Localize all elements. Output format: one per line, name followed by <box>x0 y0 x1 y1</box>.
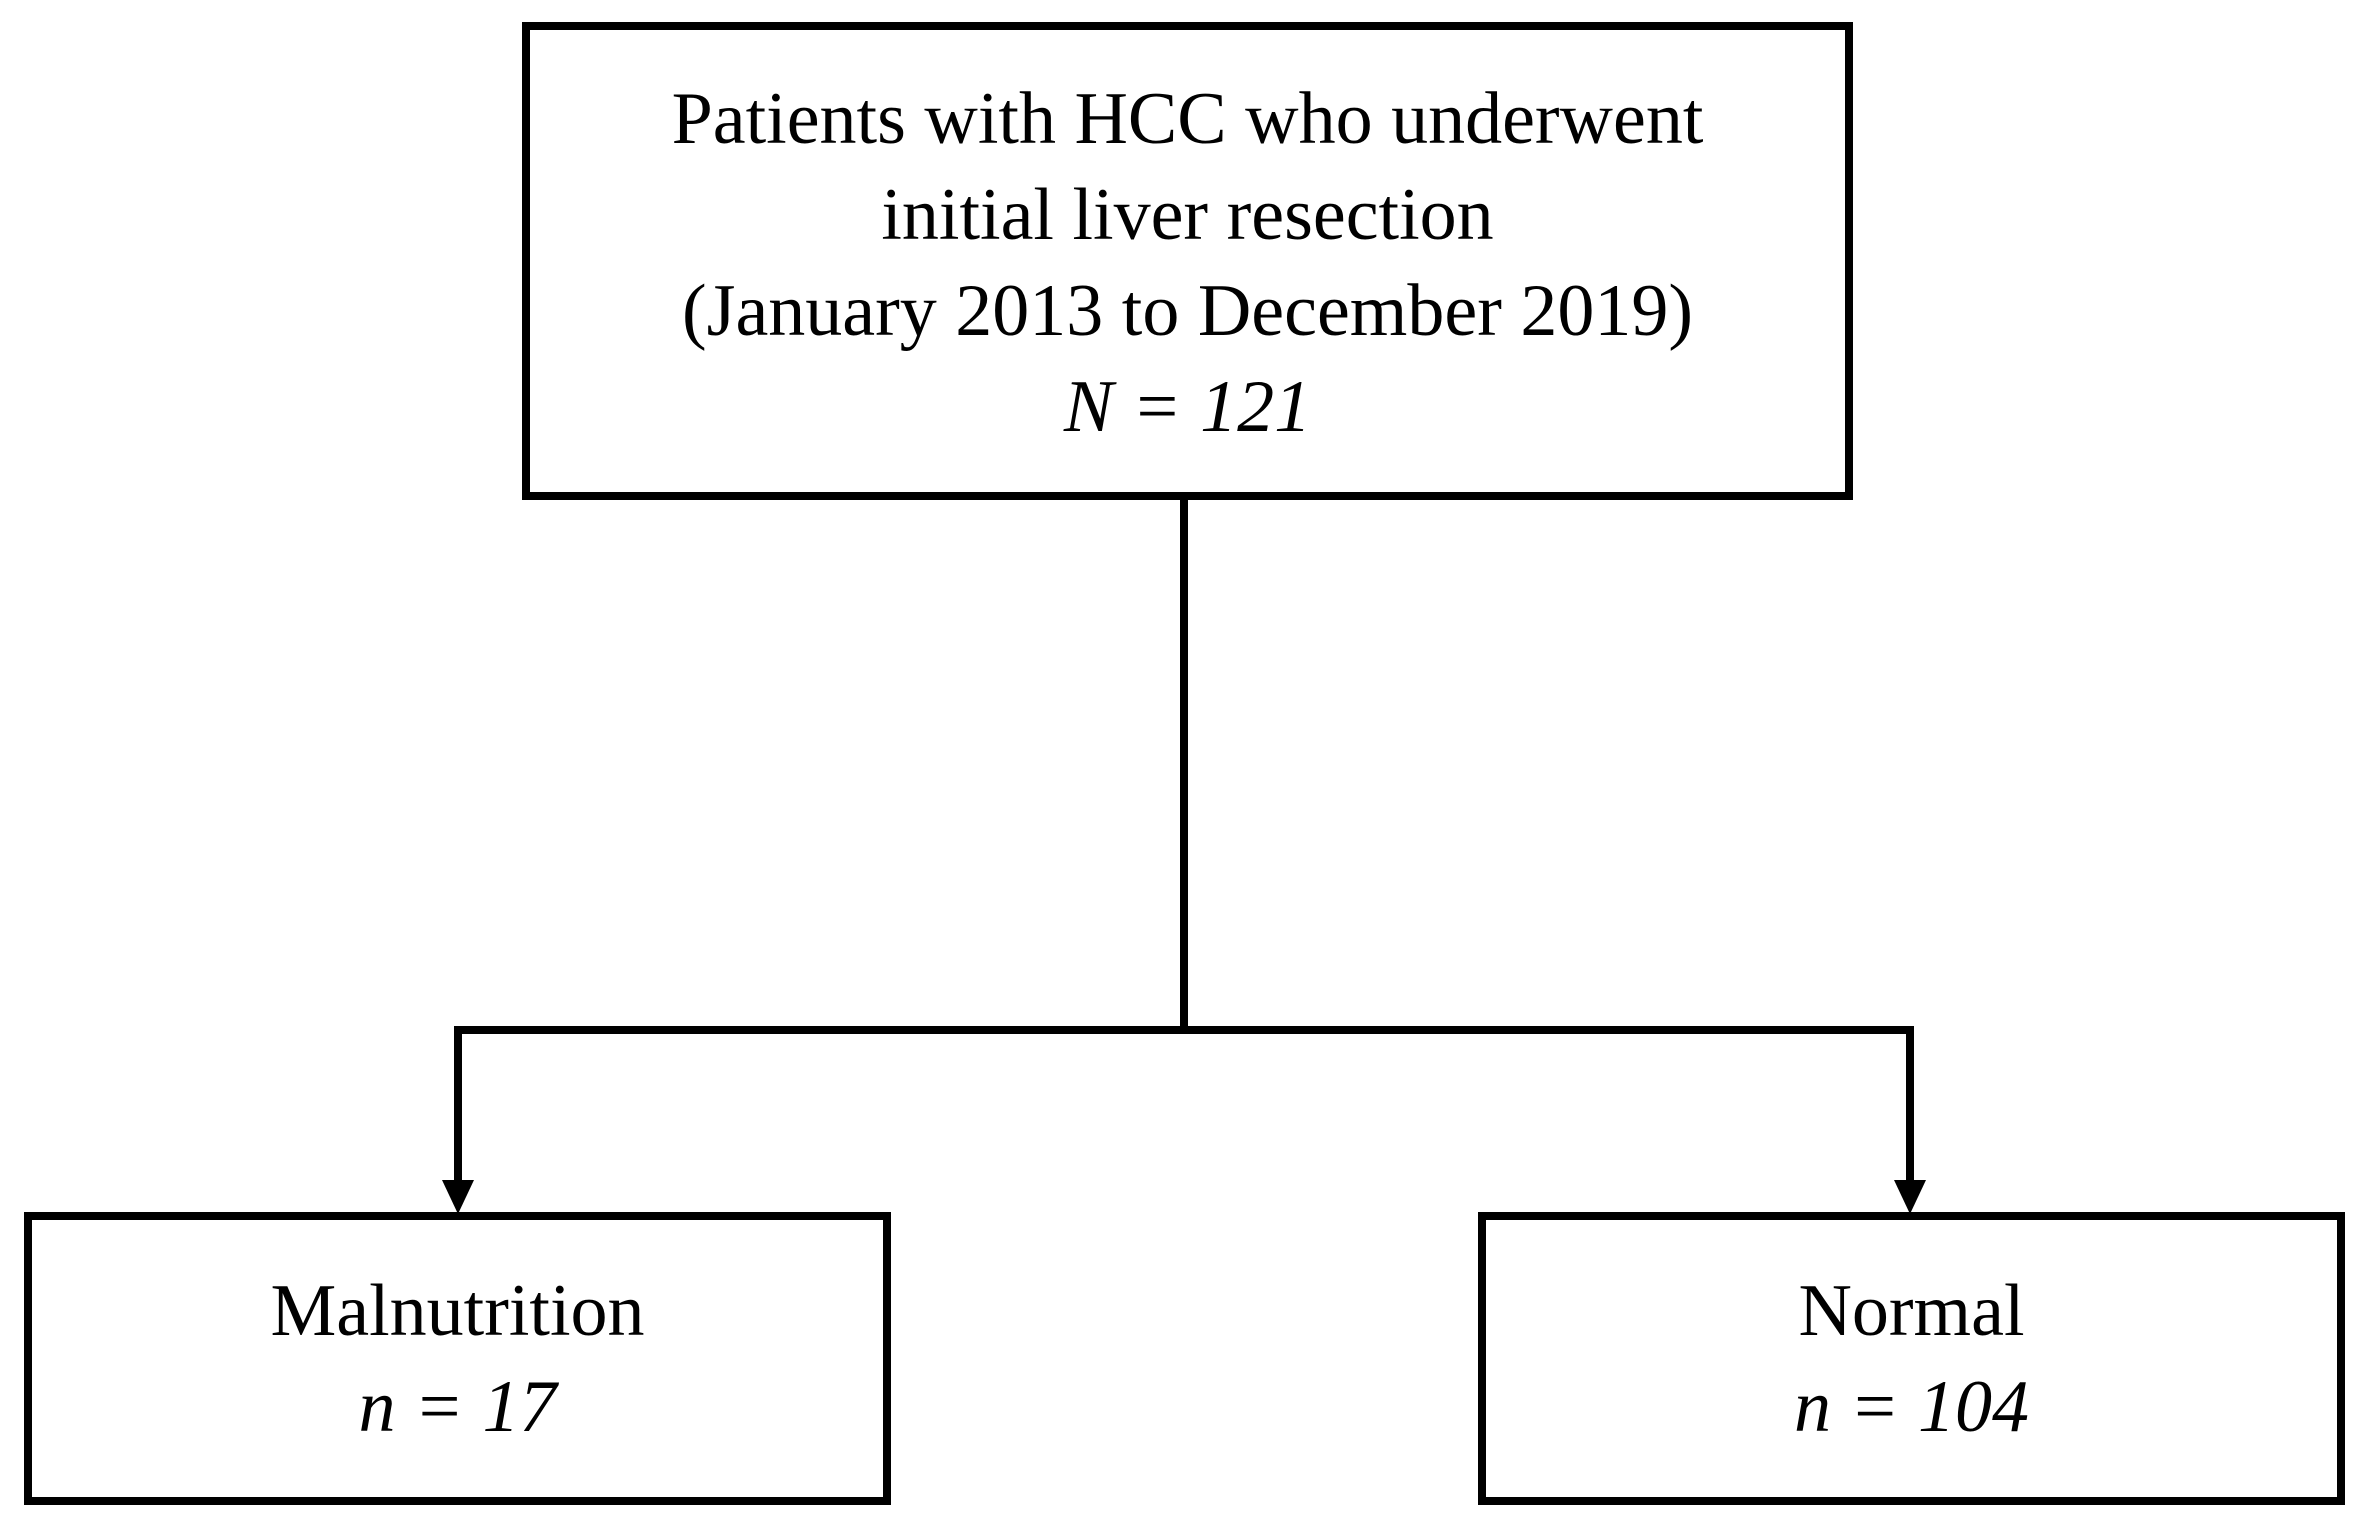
normal-count: n = 104 <box>1794 1365 2029 1448</box>
root-line-1: Patients with HCC who underwent <box>671 78 1704 160</box>
malnutrition-count: n = 17 <box>358 1365 557 1448</box>
malnutrition-label: Malnutrition <box>270 1269 645 1352</box>
root-line-3: (January 2013 to December 2019) <box>682 270 1693 352</box>
right-arrowhead <box>1894 1180 1926 1214</box>
root-count: N = 121 <box>1063 366 1312 448</box>
normal-label: Normal <box>1798 1269 2025 1352</box>
malnutrition-node: Malnutrition n = 17 <box>24 1212 891 1505</box>
left-arrowhead <box>442 1180 474 1214</box>
root-line-2: initial liver resection <box>881 174 1494 256</box>
normal-node: Normal n = 104 <box>1478 1212 2345 1505</box>
root-node: Patients with HCC who underwent initial … <box>522 22 1853 500</box>
